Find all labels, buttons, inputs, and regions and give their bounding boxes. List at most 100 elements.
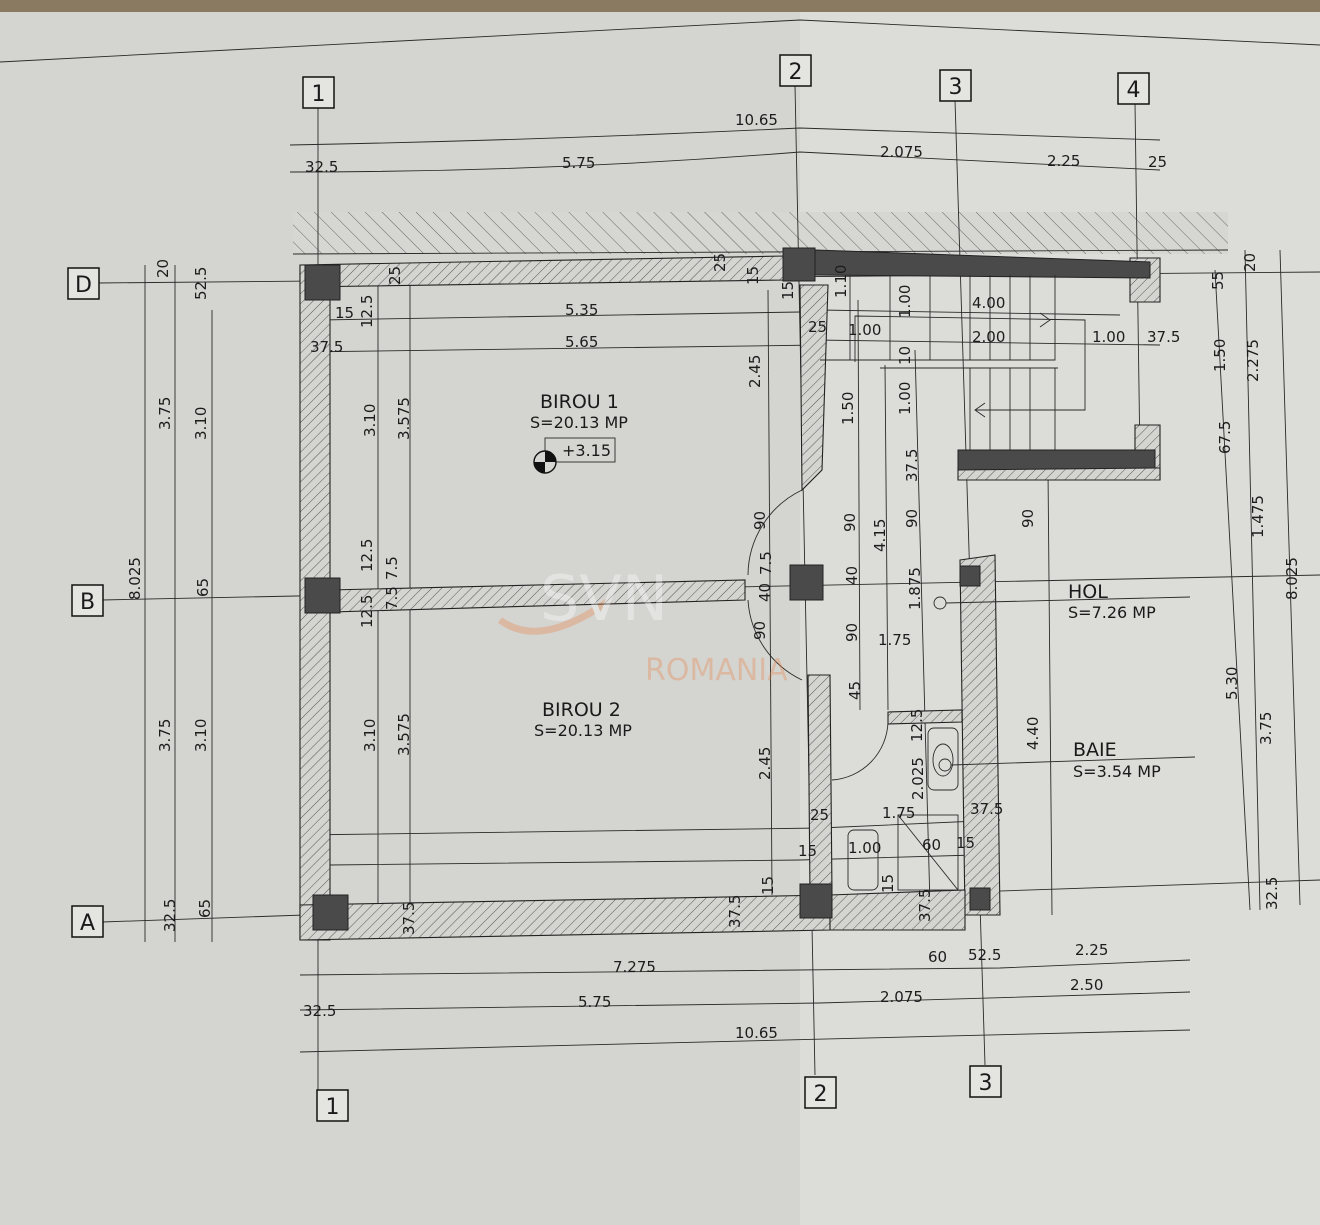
dimension-label: 37.5: [310, 338, 343, 356]
dimension-label: 25: [1148, 153, 1167, 171]
dimension-label: 4.40: [1024, 717, 1042, 750]
dimension-label: 1.00: [848, 321, 881, 339]
axis-label-3: 3: [979, 1071, 993, 1096]
axis-label-1: 1: [326, 1095, 340, 1120]
dimension-label: 1.00: [896, 285, 914, 318]
axis-label-1: 1: [312, 82, 326, 107]
dimension-label: 90: [903, 509, 921, 528]
dimension-label: 3.10: [361, 404, 379, 437]
room-area-baie: S=3.54 MP: [1073, 762, 1161, 781]
dimension-label: 15: [779, 281, 797, 300]
dimension-label: 1.50: [839, 392, 857, 425]
room-area-hol: S=7.26 MP: [1068, 603, 1156, 622]
bathroom-fixtures: [847, 727, 959, 891]
dimension-label: 2.25: [1047, 152, 1080, 170]
dimension-label: 52.5: [192, 267, 210, 300]
room-area-birou-1: S=20.13 MP: [530, 413, 628, 432]
dimension-label: 2.00: [972, 328, 1005, 346]
dimension-label: 20: [1241, 253, 1259, 272]
dimension-label: 12.5: [358, 539, 376, 572]
axis-marker-box: [71, 905, 104, 938]
dimension-label: 65: [194, 578, 212, 597]
room-labels: BIROU 1 S=20.13 MP +3.15 BIROU 2 S=20.13…: [530, 391, 1196, 781]
dimension-label: 90: [1019, 509, 1037, 528]
dimension-label: 8.025: [126, 557, 144, 600]
dimension-label: 3.75: [156, 719, 174, 752]
dimension-label: 3.10: [192, 407, 210, 440]
axis-label-3: 3: [949, 75, 963, 100]
dimension-label: 7.5: [757, 551, 775, 575]
columns: [304, 247, 991, 931]
dimension-label: 1.00: [1092, 328, 1125, 346]
axis-marker-box: [939, 69, 972, 102]
dimension-label: 65: [196, 899, 214, 918]
dimension-label: 1.475: [1249, 495, 1267, 538]
dimension-label: 3.75: [156, 397, 174, 430]
dimension-label: 2.45: [756, 747, 774, 780]
dimension-label: 10.65: [735, 111, 778, 129]
dimension-label: 1.75: [878, 631, 911, 649]
dimension-label: 2.275: [1244, 339, 1262, 382]
dimension-label: 60: [922, 836, 941, 854]
dimension-label: 25: [386, 266, 404, 285]
column: [304, 264, 341, 301]
dimension-label: 3.75: [1257, 712, 1275, 745]
dimension-label: 25: [808, 318, 827, 336]
dimension-label: 7.275: [613, 958, 656, 976]
dimension-label: 45: [846, 681, 864, 700]
dimension-label: 1.50: [1211, 339, 1229, 372]
dimension-label: 37.5: [726, 895, 744, 928]
dimension-labels: 10.65 5.75 2.075 2.25 32.5 25 5.35 5.65 37.5 4.00…: [126, 111, 1301, 1042]
dimension-label: 15: [956, 834, 975, 852]
axis-label-2: 2: [789, 60, 803, 85]
dimension-label: 32.5: [1263, 877, 1281, 910]
axis-marker-box: [316, 1089, 349, 1122]
watermark-brand: SVN: [540, 562, 668, 635]
watermark-logo: SVN ROMANIA: [497, 562, 788, 688]
dimension-label: 37.5: [400, 902, 418, 935]
dimension-label: 5.75: [578, 993, 611, 1011]
axis-label-2: 2: [814, 1082, 828, 1107]
dimension-label: 4.00: [972, 294, 1005, 312]
dimension-label: 7.5: [383, 556, 401, 580]
dimension-label: 40: [756, 583, 774, 602]
room-name-baie: BAIE: [1073, 739, 1117, 761]
dimension-label: 37.5: [903, 449, 921, 482]
dimension-label: 10: [896, 346, 914, 365]
column: [959, 565, 981, 587]
axis-marker-box: [804, 1076, 837, 1109]
washbasin-icon: [847, 829, 879, 891]
dimension-label: 2.025: [909, 757, 927, 800]
dimension-label: 90: [841, 513, 859, 532]
column: [789, 564, 824, 601]
axis-label-4: 4: [1127, 78, 1141, 103]
dimension-label: 2.075: [880, 988, 923, 1006]
dimension-label: 52.5: [968, 946, 1001, 964]
axis-label-B: B: [80, 590, 95, 615]
dimension-label: 2.075: [880, 143, 923, 161]
dimension-label: 5.65: [565, 333, 598, 351]
dimension-label: 15: [879, 874, 897, 893]
column: [312, 894, 349, 931]
dimension-label: 37.5: [916, 889, 934, 922]
dimension-label: 7.5: [383, 586, 401, 610]
dimension-label: 1.875: [906, 567, 924, 610]
dimension-label: 5.35: [565, 301, 598, 319]
dimension-label: 40: [843, 566, 861, 585]
axis-label-D: D: [75, 273, 92, 298]
dimension-label: 20: [154, 259, 172, 278]
staircase: [814, 249, 1156, 471]
dimension-label: 8.025: [1283, 557, 1301, 600]
dimension-label: 12.5: [908, 709, 926, 742]
doors: [747, 489, 889, 781]
dimension-label: 15: [335, 304, 354, 322]
dimension-label: 25: [711, 253, 729, 272]
dimension-label: 1.00: [896, 382, 914, 415]
column: [304, 577, 341, 614]
column: [969, 887, 991, 911]
dimension-label: 1.10: [832, 265, 850, 298]
terrain-hatch: [293, 212, 1228, 254]
dimension-label: 15: [744, 266, 762, 285]
dimension-label: 37.5: [1147, 328, 1180, 346]
